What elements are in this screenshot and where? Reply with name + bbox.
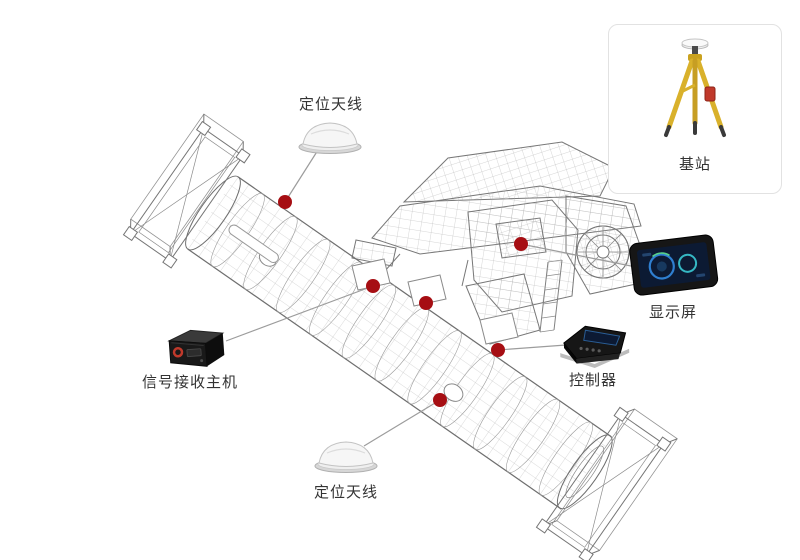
tripod-icon: [664, 38, 726, 137]
gps-antenna-bottom: [310, 437, 382, 480]
install-marker-tank-lower-right: [491, 343, 505, 357]
install-marker-tank-upper: [278, 195, 292, 209]
receiver-box-icon: [167, 329, 225, 367]
callout-line-antenna-top: [284, 149, 319, 203]
install-marker-machine-cab: [514, 237, 528, 251]
tank-container: [122, 113, 678, 560]
tank-rings: [210, 193, 593, 496]
base-station-card: 基站: [608, 24, 782, 194]
label-antenna-top: 定位天线: [298, 96, 364, 113]
manhole-lower: [443, 383, 464, 402]
tank-end-frame-left: [122, 113, 251, 269]
tank-pipe: [228, 224, 279, 263]
signal-receiver-device: [160, 323, 232, 381]
callout-line-receiver: [225, 285, 374, 342]
gps-antenna-top: [294, 118, 366, 161]
label-base-station: 基站: [678, 156, 712, 173]
controller-device: [553, 319, 635, 375]
display-device: [626, 231, 721, 304]
callout-line-controller: [497, 344, 567, 351]
install-marker-tank-bottom: [433, 393, 447, 407]
label-receiver: 信号接收主机: [141, 374, 239, 391]
install-marker-tank-mid-left: [366, 279, 380, 293]
machine-structure: [351, 141, 642, 345]
sensor-mount-plates: [351, 258, 519, 345]
gps-antenna-icon: [314, 441, 378, 473]
install-marker-tank-mid-right: [419, 296, 433, 310]
callout-line-display: [520, 243, 637, 268]
fan-wheel: [576, 225, 630, 279]
base-station-tripod: [653, 35, 737, 146]
label-antenna-bottom: 定位天线: [313, 484, 379, 501]
label-controller: 控制器: [568, 372, 618, 389]
controller-console-icon: [560, 325, 630, 368]
callout-line-antenna-bottom: [363, 399, 441, 447]
display-screen-icon: [629, 234, 719, 296]
tank-end-frame-right: [535, 406, 678, 560]
gps-antenna-icon: [298, 122, 362, 154]
label-display: 显示屏: [648, 304, 698, 321]
